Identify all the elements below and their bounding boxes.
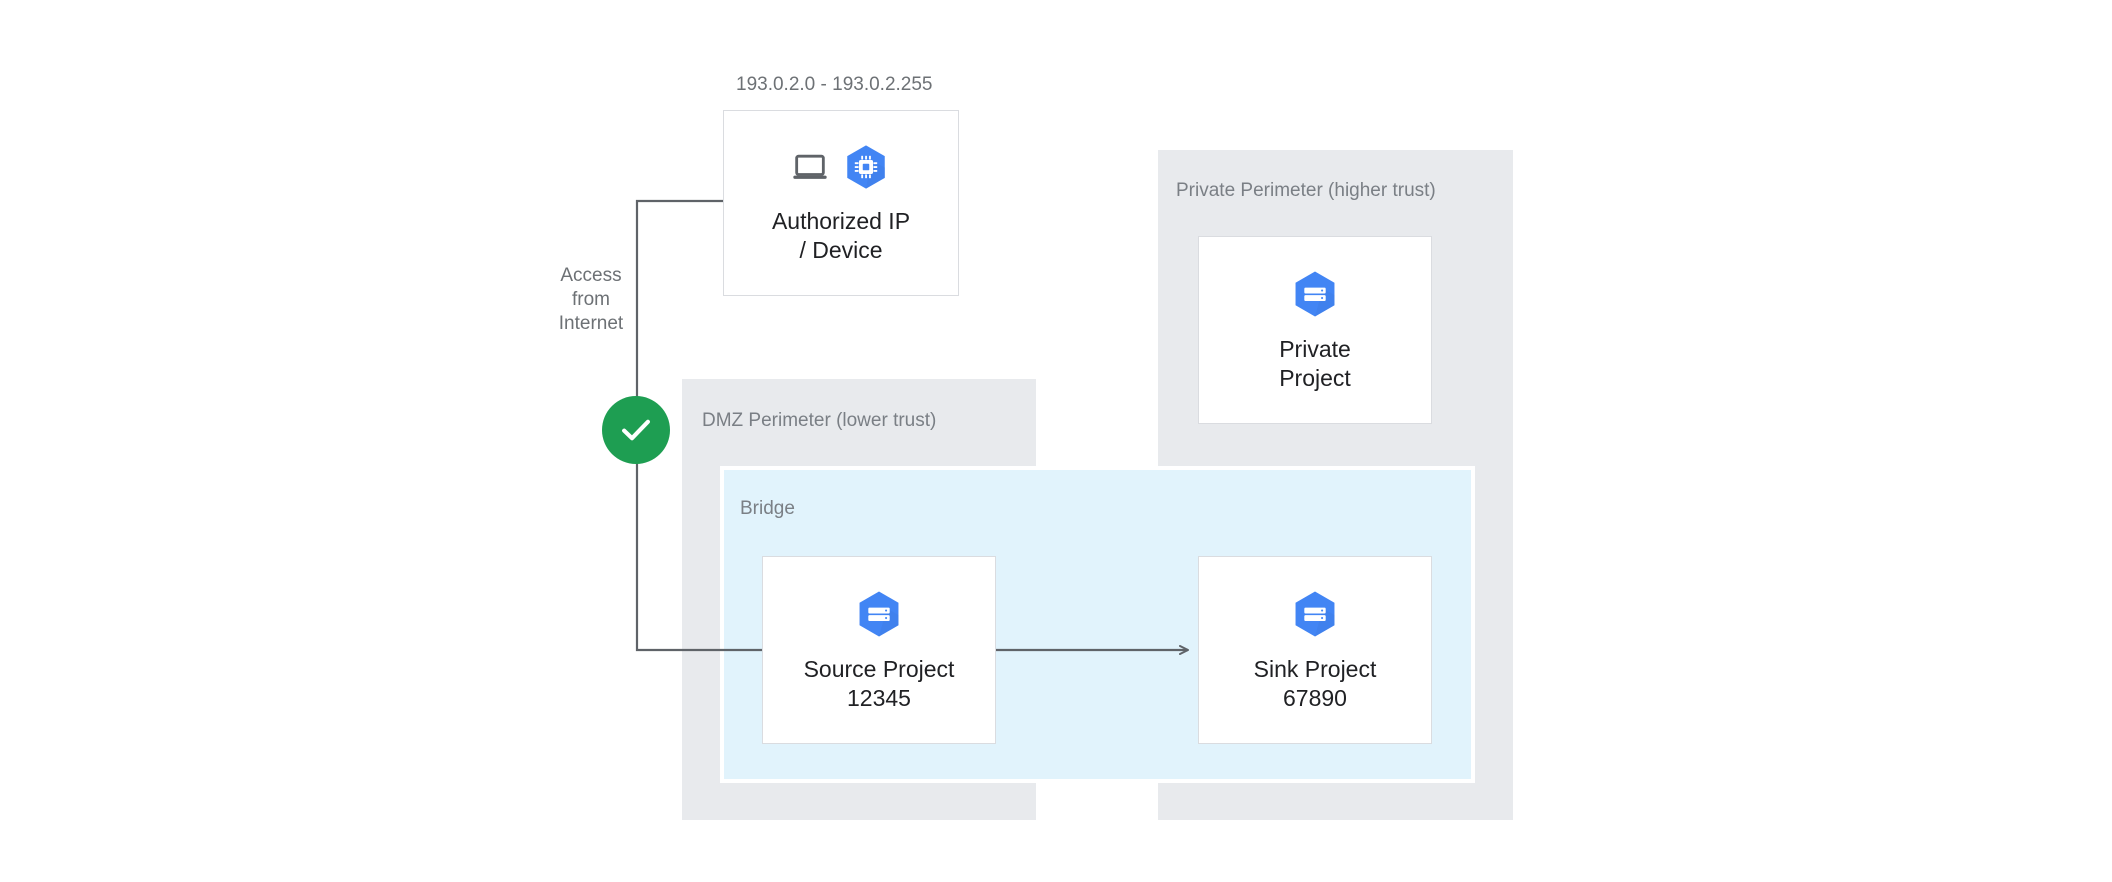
check-icon [622,419,650,441]
node-authorized-ip-device[interactable]: Authorized IP / Device [723,110,959,296]
node-icon-group [1288,587,1342,641]
ip-range-caption: 193.0.2.0 - 193.0.2.255 [736,74,933,95]
node-private-project-label: Private Project [1279,336,1351,391]
node-source-project[interactable]: Source Project 12345 [762,556,996,744]
node-sink-project[interactable]: Sink Project 67890 [1198,556,1432,744]
bridge-label: Bridge [740,498,795,519]
node-private-project[interactable]: Private Project [1198,236,1432,424]
node-authorized-ip-device-label: Authorized IP / Device [771,208,911,263]
node-source-project-label: Source Project 12345 [803,656,955,711]
gcp-project-icon [859,591,899,637]
node-icon-group [852,587,906,641]
node-icon-group [790,141,892,193]
access-allowed-badge [602,396,670,464]
compute-engine-icon [847,145,885,189]
gcp-project-icon [1295,591,1335,637]
node-icon-group [1288,267,1342,321]
access-from-internet-caption: Access from Internet [558,265,624,334]
perimeter-dmz-label: DMZ Perimeter (lower trust) [702,410,937,431]
perimeter-private-label: Private Perimeter (higher trust) [1176,180,1436,201]
node-sink-project-label: Sink Project 67890 [1253,656,1377,711]
laptop-icon [793,154,827,179]
gcp-project-icon [1295,271,1335,317]
